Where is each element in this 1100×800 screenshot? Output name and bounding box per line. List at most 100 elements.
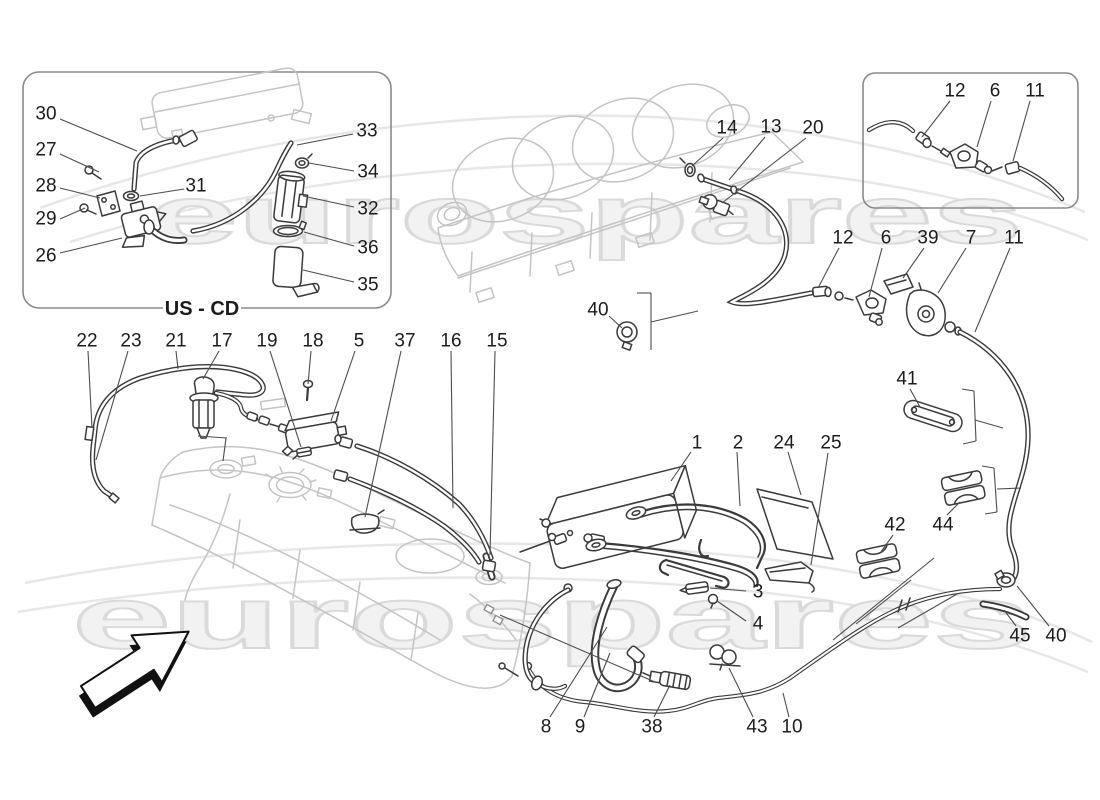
- housing-7: [905, 289, 946, 337]
- callout-8-40: 8: [541, 717, 552, 738]
- callout-39-20: 39: [917, 228, 938, 249]
- callout-2-35: 2: [733, 433, 744, 454]
- callout-7-21: 7: [966, 228, 977, 249]
- callout-17-27: 17: [211, 331, 232, 352]
- leader-27-1: [59, 153, 100, 173]
- callout-22-24: 22: [76, 331, 97, 352]
- inset-us-cd: US - CD: [22, 67, 392, 320]
- reference-line-6: [984, 511, 998, 515]
- callout-40-17: 40: [587, 300, 608, 321]
- leader-25-37: [810, 452, 829, 566]
- leader-17-27: [202, 350, 220, 380]
- grommet-40-upper: [616, 321, 638, 343]
- leader-21-26: [175, 350, 179, 370]
- bracket-25: [764, 561, 814, 584]
- leader-20-16: [721, 137, 807, 204]
- leader-28-2: [59, 187, 101, 199]
- callout-15-33: 15: [486, 331, 507, 352]
- leader-7-21: [937, 247, 967, 294]
- reference-line-11: [499, 614, 656, 683]
- callout-18-29: 18: [302, 331, 323, 352]
- inset-connector-detail: [862, 72, 1079, 209]
- callout-5-30: 5: [354, 331, 365, 352]
- leader-31-5: [139, 188, 185, 197]
- callout-45-47: 45: [1009, 626, 1030, 647]
- leader-4-39: [716, 600, 747, 622]
- leader-9-41: [583, 652, 611, 718]
- callout-25-37: 25: [820, 433, 841, 454]
- callout-1-34: 1: [692, 433, 703, 454]
- callout-28-2: 28: [35, 176, 56, 197]
- leader-1-34: [670, 451, 692, 482]
- reference-line-3: [974, 419, 1004, 429]
- callout-34-7: 34: [357, 162, 379, 183]
- connector-6: [855, 289, 887, 316]
- leader-29-3: [59, 207, 86, 220]
- leader-37-31: [364, 350, 402, 518]
- reference-line-15: [197, 435, 228, 439]
- reference-line-16: [222, 437, 227, 462]
- direction-arrow: [78, 630, 190, 718]
- callout-6-12: 6: [990, 81, 1001, 102]
- callout-32-8: 32: [357, 199, 378, 220]
- callout-leader-lines: [59, 100, 1050, 718]
- leader-43-43: [728, 667, 754, 718]
- callout-14-14: 14: [716, 118, 738, 139]
- reference-line-1: [973, 390, 977, 442]
- leader-38-42: [653, 684, 671, 718]
- clip-43: [709, 644, 741, 671]
- clip-19: [292, 446, 313, 460]
- reference-line-8: [832, 557, 935, 641]
- fuel-tank: [151, 397, 531, 689]
- callout-26-4: 26: [35, 246, 56, 267]
- leader-18-29: [307, 350, 312, 385]
- plate-24: [756, 488, 834, 560]
- callout-41-23: 41: [896, 369, 917, 390]
- clip-37: [349, 509, 385, 534]
- callout-23-25: 23: [120, 331, 141, 352]
- callout-9-41: 9: [575, 717, 586, 738]
- callout-6-19: 6: [881, 228, 892, 249]
- clip-44: [940, 470, 986, 506]
- sleeve-22: [84, 425, 95, 442]
- leader-40-17: [608, 315, 623, 329]
- leader-13-15: [728, 136, 766, 181]
- leader-8-40: [549, 626, 608, 718]
- inset-sleeve-35: [272, 245, 320, 298]
- variant-label-bg: [163, 298, 241, 318]
- leader-34-7: [308, 162, 355, 172]
- leader-6-12: [976, 100, 992, 148]
- callout-30-0: 30: [35, 104, 56, 125]
- leader-42-45: [880, 534, 894, 553]
- callout-11-13: 11: [1025, 81, 1045, 102]
- reference-line-2: [962, 440, 977, 445]
- hose-11: [957, 329, 1031, 585]
- leader-10-44: [782, 692, 790, 718]
- callout-37-31: 37: [394, 331, 415, 352]
- leader-30-0: [59, 118, 138, 152]
- callout-3-38: 3: [753, 582, 764, 603]
- callout-21-26: 21: [165, 331, 186, 352]
- callout-44-46: 44: [932, 515, 954, 536]
- watermark-text-bottom: eurospares: [72, 568, 1032, 667]
- callout-27-1: 27: [35, 140, 56, 161]
- spacer-41: [903, 399, 963, 433]
- leader-11-22: [974, 247, 1011, 333]
- leader-44-46: [946, 501, 961, 516]
- bolt-4: [707, 593, 719, 605]
- callout-42-45: 42: [884, 515, 905, 536]
- reference-line-14: [650, 310, 699, 323]
- leader-19-28: [269, 350, 302, 448]
- callout-12-11: 12: [944, 81, 965, 102]
- reference-line-7: [996, 487, 1022, 490]
- reference-line-4: [981, 465, 995, 469]
- leader-12-11: [921, 100, 951, 138]
- callout-29-3: 29: [35, 209, 56, 230]
- callout-20-16: 20: [802, 118, 823, 139]
- callout-11-22: 11: [1004, 228, 1024, 249]
- nut-11: [944, 321, 956, 333]
- reference-line-5: [993, 467, 998, 513]
- clamp-14: [684, 162, 696, 178]
- leader-11-13: [1012, 100, 1031, 162]
